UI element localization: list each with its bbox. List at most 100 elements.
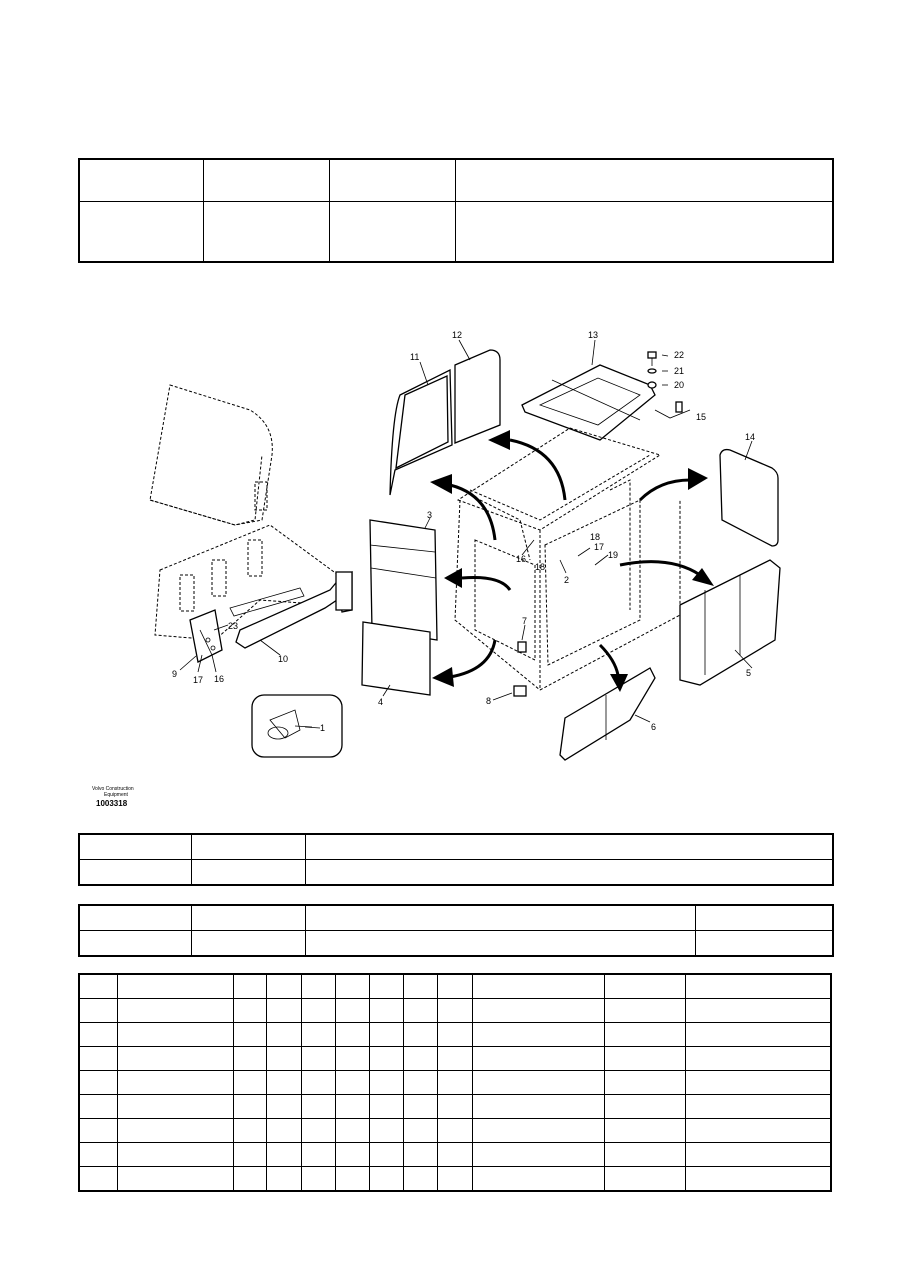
parts-cell (233, 1118, 268, 1143)
parts-cell (266, 1094, 302, 1119)
parts-cell (334, 1118, 371, 1143)
parts-row (78, 1046, 832, 1071)
parts-cell (266, 1142, 302, 1167)
parts-cell (604, 998, 686, 1023)
callout: 18 (535, 562, 545, 572)
parts-cell (334, 973, 371, 999)
parts-cell (471, 1094, 606, 1119)
parts-cell (604, 1166, 686, 1192)
parts-cell (403, 1166, 439, 1192)
part-14-panel (719, 448, 779, 547)
callout: 16 (214, 674, 224, 684)
parts-cell (116, 1142, 235, 1167)
callout: 1 (320, 723, 325, 733)
parts-row (78, 1166, 832, 1192)
logo-line-1: Volvo Construction (92, 786, 134, 792)
parts-row (78, 1118, 832, 1143)
parts-cell (471, 1022, 606, 1047)
callout: 23 (228, 621, 238, 631)
parts-cell (684, 1118, 832, 1143)
fasteners-20-22 (647, 351, 657, 389)
parts-cell (604, 1094, 686, 1119)
parts-cell (471, 1046, 606, 1071)
parts-cell (684, 998, 832, 1023)
parts-cell (368, 1022, 405, 1047)
parts-cell (604, 973, 686, 999)
parts-cell (403, 998, 439, 1023)
parts-cell (437, 998, 473, 1023)
parts-cell (116, 1094, 235, 1119)
parts-table-body (78, 973, 832, 1192)
part-4-panel (361, 621, 431, 696)
parts-cell (437, 1094, 473, 1119)
parts-cell (116, 1118, 235, 1143)
leader-lines (179, 339, 753, 729)
part-8-bracket (513, 685, 527, 697)
parts-cell (300, 1046, 336, 1071)
parts-cell (300, 1166, 336, 1192)
parts-cell (471, 998, 606, 1023)
parts-cell (437, 1046, 473, 1071)
parts-cell (116, 1070, 235, 1095)
parts-cell (334, 1022, 371, 1047)
parts-cell (471, 1070, 606, 1095)
parts-cell (300, 1094, 336, 1119)
logo-line-2: Equipment (104, 792, 129, 798)
parts-cell (684, 1166, 832, 1192)
parts-cell (368, 1118, 405, 1143)
part-6-panel (559, 667, 656, 761)
part-11-panel (395, 374, 449, 470)
parts-cell (437, 1118, 473, 1143)
motion-arrows (430, 430, 714, 692)
parts-cell (437, 1142, 473, 1167)
parts-cell (116, 998, 235, 1023)
parts-cell (684, 973, 832, 999)
parts-cell (78, 1022, 118, 1047)
parts-row (78, 1022, 832, 1047)
part-3-panel (369, 519, 438, 641)
part-10-cover (335, 571, 353, 611)
part-13-roof-hatch (521, 364, 656, 441)
parts-cell (368, 1046, 405, 1071)
callout: 9 (172, 669, 177, 679)
exploded-parts-diagram: 11 12 13 22 21 20 15 14 3 16 18 2 18 17 … (92, 330, 781, 808)
parts-cell (78, 1046, 118, 1071)
callout: 10 (278, 654, 288, 664)
parts-cell (78, 1118, 118, 1143)
parts-cell (604, 1142, 686, 1167)
callout: 19 (608, 550, 618, 560)
callout: 8 (486, 696, 491, 706)
parts-cell (78, 1142, 118, 1167)
callout: 3 (427, 510, 432, 520)
parts-cell (368, 1094, 405, 1119)
parts-cell (266, 1118, 302, 1143)
parts-cell (300, 1070, 336, 1095)
callout: 5 (746, 668, 751, 678)
key-inset (251, 694, 343, 758)
parts-cell (78, 1166, 118, 1192)
callout: 16 (516, 554, 526, 564)
info-row (78, 833, 834, 860)
parts-cell (233, 1070, 268, 1095)
parts-cell (116, 1022, 235, 1047)
parts-cell (78, 973, 118, 999)
parts-cell (471, 1166, 606, 1192)
parts-cell (604, 1046, 686, 1071)
parts-cell (471, 1142, 606, 1167)
part-12-panel (454, 349, 501, 444)
parts-row (78, 1070, 832, 1095)
info-row (78, 930, 834, 957)
info-table-2 (78, 904, 834, 957)
cab-frame (454, 427, 681, 691)
callout: 13 (588, 330, 598, 340)
parts-cell (334, 1166, 371, 1192)
parts-cell (437, 973, 473, 999)
parts-cell (437, 1022, 473, 1047)
parts-cell (368, 1166, 405, 1192)
parts-row (78, 1142, 832, 1167)
part-7-bracket (517, 641, 527, 653)
callout: 20 (674, 380, 684, 390)
parts-cell (368, 998, 405, 1023)
part-10-bracket (235, 570, 353, 649)
parts-cell (266, 1070, 302, 1095)
